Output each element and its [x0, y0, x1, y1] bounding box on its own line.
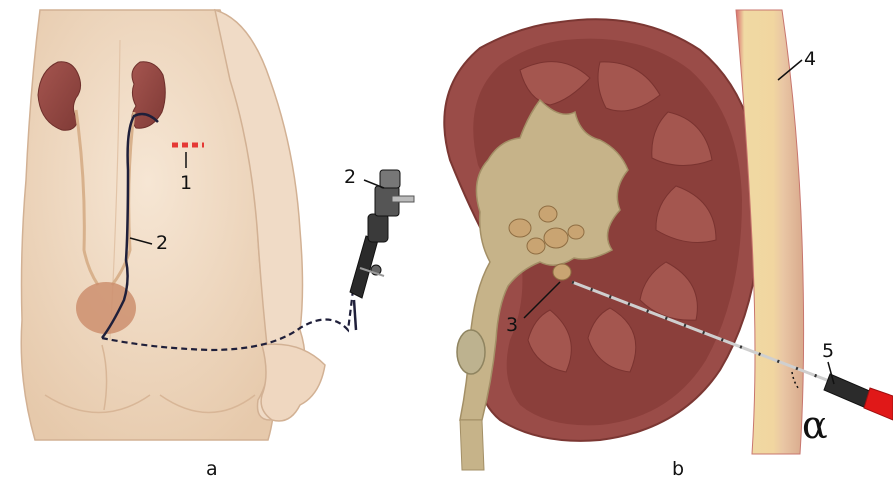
alpha-symbol: α [802, 406, 828, 444]
label-1: 1 [180, 174, 192, 193]
label-2-scope: 2 [344, 168, 356, 187]
panel-b [444, 10, 893, 470]
label-4: 4 [804, 50, 816, 69]
endoscope [350, 170, 414, 330]
caption-a: a [206, 460, 218, 479]
label-3: 3 [506, 316, 518, 335]
ureter-b [460, 420, 484, 470]
label-2-tube: 2 [156, 234, 168, 253]
needle-handle [824, 374, 893, 420]
panel-a [21, 10, 414, 440]
hand [261, 344, 325, 421]
ureter-stone [457, 330, 485, 374]
caption-b: b [672, 460, 684, 479]
label-5: 5 [822, 342, 834, 361]
